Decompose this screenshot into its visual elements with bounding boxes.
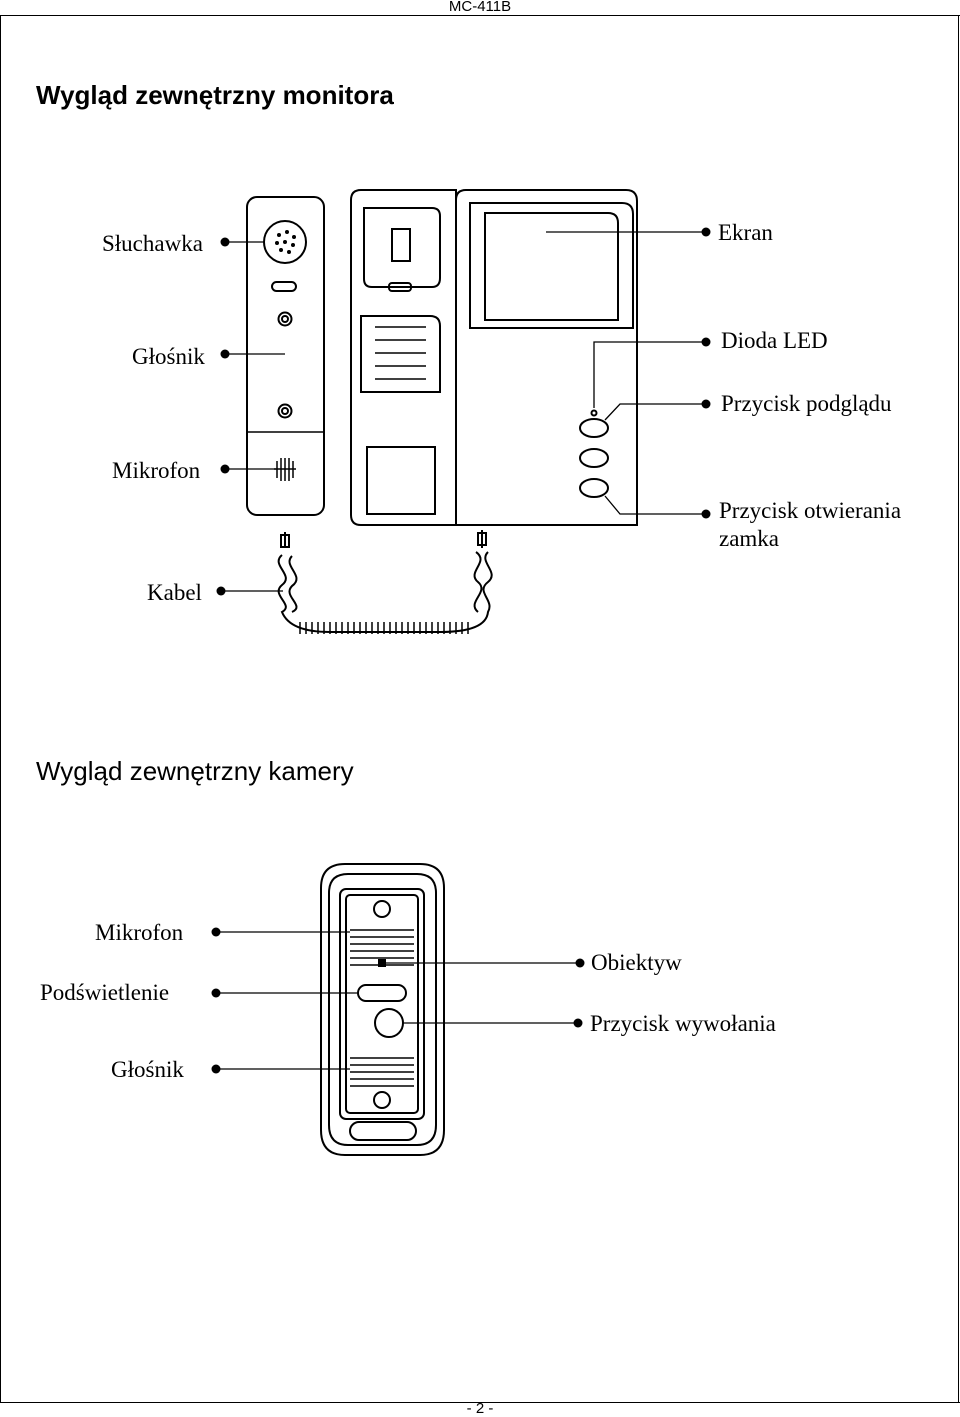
label-cam-backlight: Podświetlenie bbox=[40, 980, 169, 1005]
label-cam-microphone: Mikrofon bbox=[95, 920, 184, 945]
label-cam-lens: Obiektyw bbox=[591, 950, 682, 975]
door-camera-illustration bbox=[320, 863, 445, 1156]
unlock-pointer-dot bbox=[701, 509, 711, 519]
monitor-body bbox=[455, 189, 638, 526]
cam-lens-pointer-dot bbox=[575, 958, 585, 968]
cable-pointer-dot bbox=[216, 586, 226, 596]
handset-cradle bbox=[350, 189, 457, 526]
label-handset: Słuchawka bbox=[102, 231, 203, 256]
camera-section-title: Wygląd zewnętrzny kamery bbox=[36, 756, 354, 786]
cam-microphone-pointer-dot bbox=[211, 927, 221, 937]
coiled-cable bbox=[277, 530, 493, 633]
label-unlock-button-line2: zamka bbox=[719, 526, 779, 551]
screen-pointer-dot bbox=[701, 227, 711, 237]
document-code: MC-411B bbox=[448, 0, 512, 15]
cam-backlight-pointer-dot bbox=[211, 988, 221, 998]
cam-speaker-pointer-dot bbox=[211, 1064, 221, 1074]
label-led: Dioda LED bbox=[721, 328, 828, 353]
page-number: - 2 - bbox=[466, 1400, 494, 1417]
speaker-pointer-dot bbox=[220, 349, 230, 359]
preview-pointer-dot bbox=[701, 399, 711, 409]
label-screen: Ekran bbox=[718, 220, 773, 245]
label-cable: Kabel bbox=[147, 580, 202, 605]
label-unlock-button-line1: Przycisk otwierania bbox=[719, 498, 901, 523]
label-cam-speaker: Głośnik bbox=[111, 1057, 184, 1082]
monitor-section-title: Wygląd zewnętrzny monitora bbox=[36, 80, 394, 110]
label-cam-call-button: Przycisk wywołania bbox=[590, 1011, 776, 1036]
handset-pointer-dot bbox=[220, 237, 230, 247]
label-preview-button: Przycisk podglądu bbox=[721, 391, 892, 416]
label-microphone: Mikrofon bbox=[112, 458, 201, 483]
cam-call-pointer-dot bbox=[573, 1018, 583, 1028]
led-pointer-dot bbox=[701, 337, 711, 347]
label-speaker: Głośnik bbox=[132, 344, 205, 369]
microphone-pointer-dot bbox=[220, 464, 230, 474]
